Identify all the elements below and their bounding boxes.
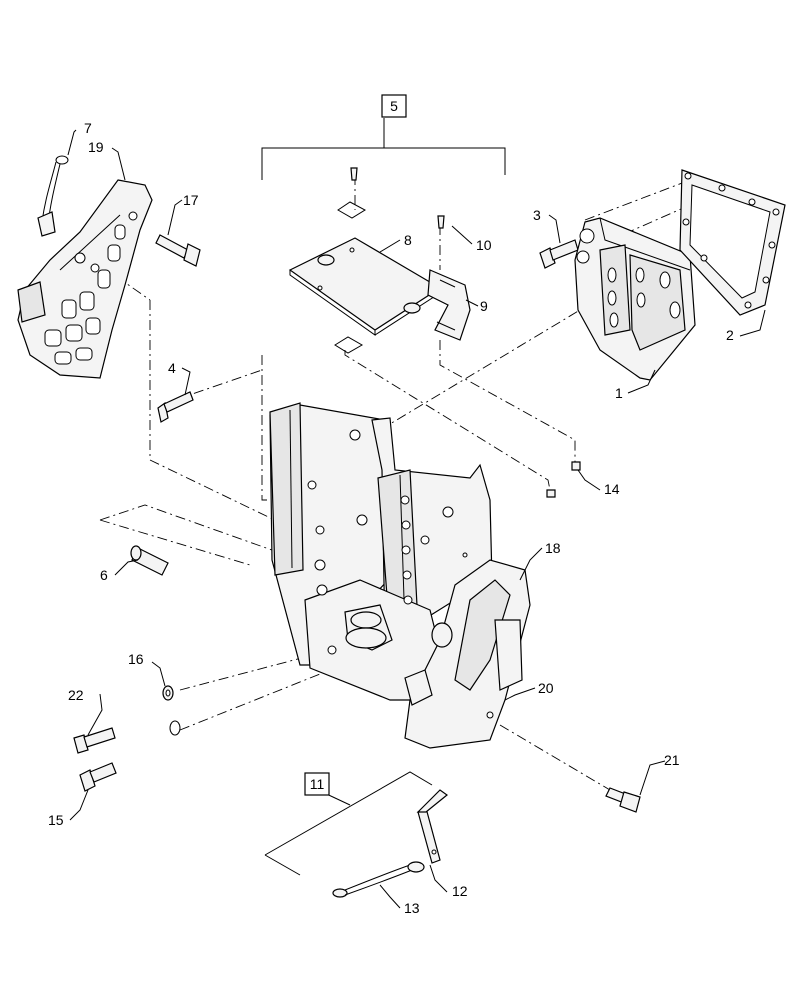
callout-20: 20 bbox=[538, 680, 554, 696]
callout-1: 1 bbox=[615, 385, 623, 401]
group-label-11: 11 bbox=[304, 772, 330, 796]
leader-lines bbox=[67, 129, 766, 909]
washer-lower bbox=[169, 720, 181, 736]
group-11-bracket bbox=[264, 771, 433, 876]
bolt-4 bbox=[157, 391, 194, 423]
callout-15: 15 bbox=[48, 812, 64, 828]
callout-6: 6 bbox=[100, 567, 108, 583]
bolt-15 bbox=[79, 762, 117, 792]
screw-upper bbox=[337, 167, 367, 219]
callout-2: 2 bbox=[726, 327, 734, 343]
plate-8 bbox=[288, 237, 442, 336]
gasket-2 bbox=[679, 169, 786, 316]
callout-18: 18 bbox=[545, 540, 561, 556]
callout-11: 11 bbox=[310, 776, 325, 792]
callout-19: 19 bbox=[88, 139, 104, 155]
callout-5: 5 bbox=[390, 98, 398, 114]
callout-22: 22 bbox=[68, 687, 84, 703]
callout-7: 7 bbox=[84, 120, 92, 136]
cover-casting-1 bbox=[574, 217, 696, 381]
callout-21: 21 bbox=[664, 752, 680, 768]
guide-casting-19 bbox=[17, 179, 153, 379]
assembly-lines bbox=[99, 175, 691, 791]
group-5-bracket bbox=[261, 118, 506, 180]
callout-10: 10 bbox=[476, 237, 492, 253]
screw-10 bbox=[437, 215, 445, 229]
nut-lower bbox=[334, 336, 364, 354]
lynch-pin-7 bbox=[37, 155, 69, 237]
callout-17: 17 bbox=[183, 192, 199, 208]
callout-4: 4 bbox=[168, 360, 176, 376]
bolt-22 bbox=[73, 727, 116, 754]
callout-8: 8 bbox=[404, 232, 412, 248]
nut-near-frame bbox=[546, 489, 556, 498]
hook-latch-18-20 bbox=[404, 559, 531, 749]
callout-9: 9 bbox=[480, 298, 488, 314]
lynch-pin-13 bbox=[332, 861, 425, 898]
bracket-9 bbox=[427, 269, 471, 341]
washer-16 bbox=[162, 685, 174, 701]
callout-12: 12 bbox=[452, 883, 468, 899]
bolt-21 bbox=[605, 787, 641, 813]
bolt-17 bbox=[155, 234, 201, 267]
bolt-3 bbox=[539, 239, 579, 269]
pin-12 bbox=[416, 789, 448, 864]
callout-3: 3 bbox=[533, 207, 541, 223]
callout-13: 13 bbox=[404, 900, 420, 916]
callout-14: 14 bbox=[604, 481, 620, 497]
nut-14 bbox=[571, 461, 581, 471]
callout-16: 16 bbox=[128, 651, 144, 667]
group-label-5: 5 bbox=[381, 94, 407, 118]
